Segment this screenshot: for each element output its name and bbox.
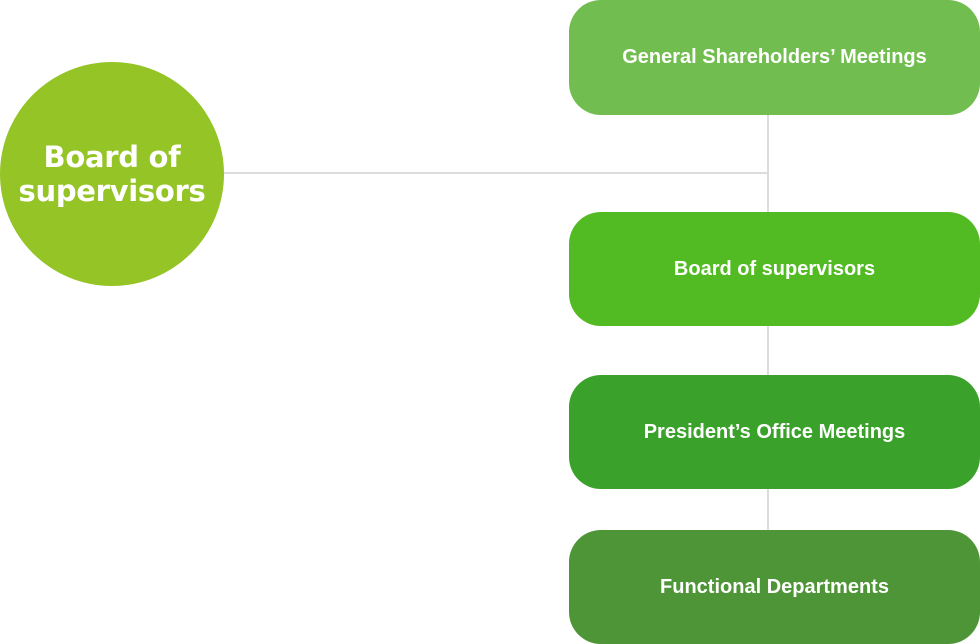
focus-node-circle: Board of supervisors	[0, 62, 224, 286]
node-general-shareholders-meetings: General Shareholders’ Meetings	[569, 0, 980, 115]
node-label: Functional Departments	[660, 575, 889, 598]
node-label: General Shareholders’ Meetings	[622, 46, 927, 68]
node-label: Board of supervisors	[673, 257, 876, 280]
connector-horizontal	[224, 172, 769, 174]
node-label: President’s Office Meetings	[643, 420, 906, 443]
node-functional-departments: Functional Departments	[569, 530, 980, 644]
focus-node-label: Board of supervisors	[18, 140, 206, 208]
node-board-of-supervisors: Board of supervisors	[569, 212, 980, 326]
node-presidents-office-meetings: President’s Office Meetings	[569, 375, 980, 489]
